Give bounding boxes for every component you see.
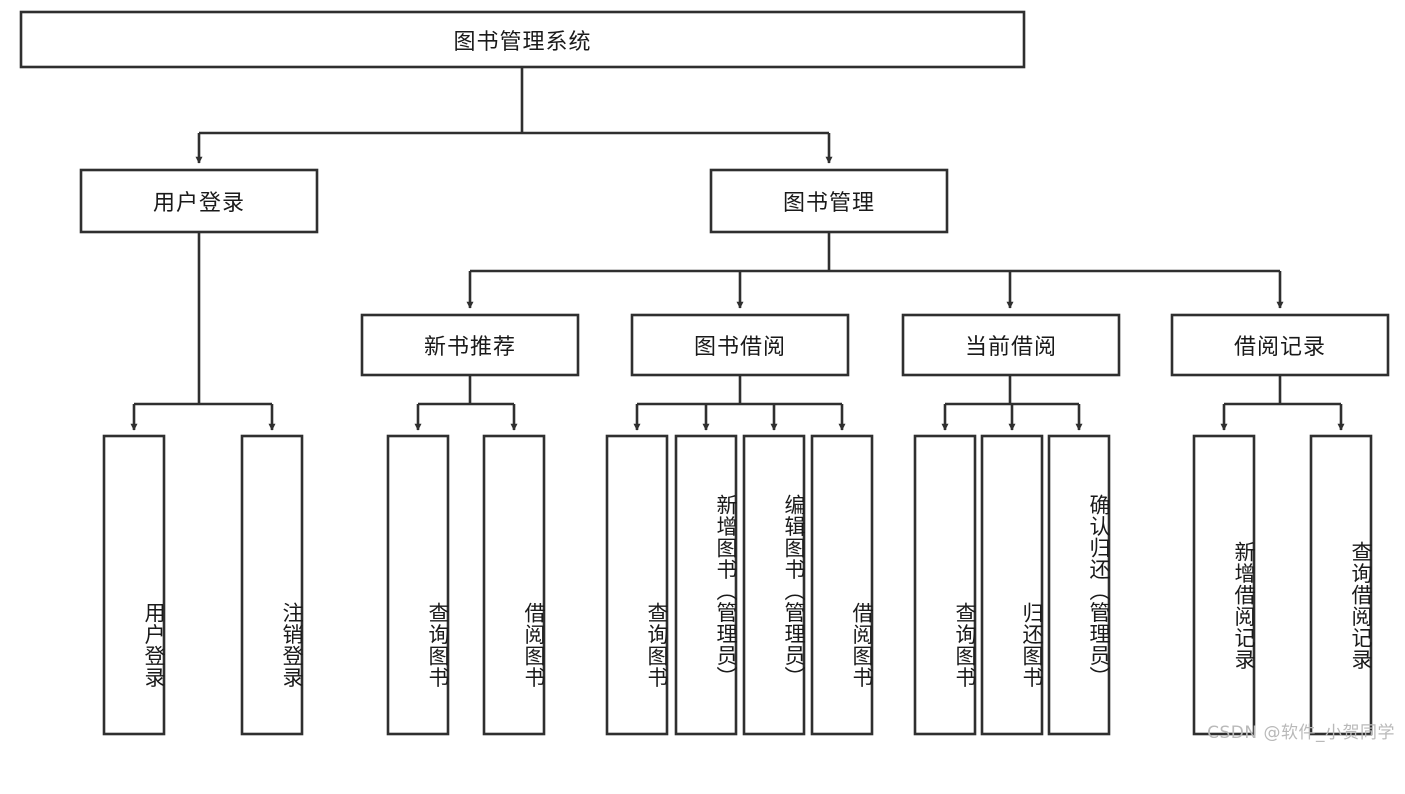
csdn-watermark: CSDN @软件_小贺同学 (1207, 723, 1395, 743)
node-box-leaf-edit-book[interactable] (742, 434, 806, 736)
node-box-leaf-query-record[interactable] (1309, 434, 1373, 736)
node-box-leaf-return-book[interactable] (980, 434, 1044, 736)
node-box-new-book-recommend[interactable] (360, 313, 580, 377)
node-box-leaf-query-book-2[interactable] (605, 434, 669, 736)
node-box-leaf-add-record[interactable] (1192, 434, 1256, 736)
diagram-svg (19, 10, 1390, 736)
connectors (130, 67, 1345, 431)
node-box-leaf-user-login[interactable] (102, 434, 166, 736)
node-box-user-login[interactable] (79, 168, 319, 234)
node-box-root[interactable] (19, 10, 1026, 69)
node-box-leaf-add-book[interactable] (674, 434, 738, 736)
node-box-book-manage[interactable] (709, 168, 949, 234)
node-box-leaf-query-book-3[interactable] (913, 434, 977, 736)
node-box-borrow-record[interactable] (1170, 313, 1390, 377)
node-box-leaf-borrow-book-2[interactable] (810, 434, 874, 736)
diagram-canvas: 图书管理系统 用户登录 图书管理 新书推荐 图书借阅 当前借阅 借阅记录 用户登… (19, 10, 1395, 743)
node-box-leaf-query-book-1[interactable] (386, 434, 450, 736)
node-box-current-borrow[interactable] (901, 313, 1121, 377)
node-boxes (19, 10, 1390, 736)
node-box-leaf-confirm-return[interactable] (1047, 434, 1111, 736)
node-box-leaf-borrow-book-1[interactable] (482, 434, 546, 736)
node-box-book-borrow[interactable] (630, 313, 850, 377)
node-box-leaf-user-logout[interactable] (240, 434, 304, 736)
